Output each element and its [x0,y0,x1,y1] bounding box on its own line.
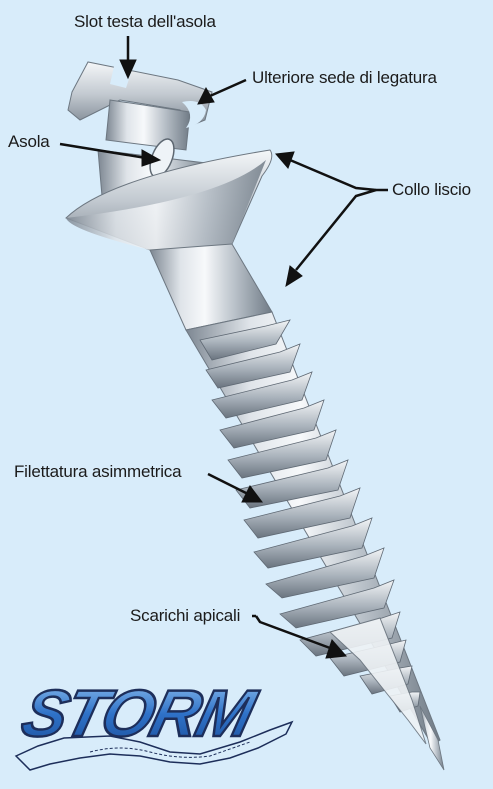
label-asym-thread: Filettatura asimmetrica [14,462,181,482]
label-apical-reliefs: Scarichi apicali [130,606,240,626]
storm-logo: STORM [15,677,292,770]
label-slot-head: Slot testa dell'asola [74,12,216,32]
label-extra-ligature: Ulteriore sede di legatura [252,68,437,88]
label-slot: Asola [8,132,50,152]
arrowhead-smooth-neck-top [276,152,294,168]
arrowhead-smooth-neck-bottom [286,266,302,286]
arrow-smooth-neck-top [290,160,376,190]
logo-wordmark: STORM [15,677,264,751]
label-smooth-neck: Collo liscio [392,180,471,200]
screw-head [66,40,272,250]
arrow-smooth-neck-bottom [296,190,376,270]
arrow-extra-ligature [210,80,246,96]
screw [66,40,444,770]
